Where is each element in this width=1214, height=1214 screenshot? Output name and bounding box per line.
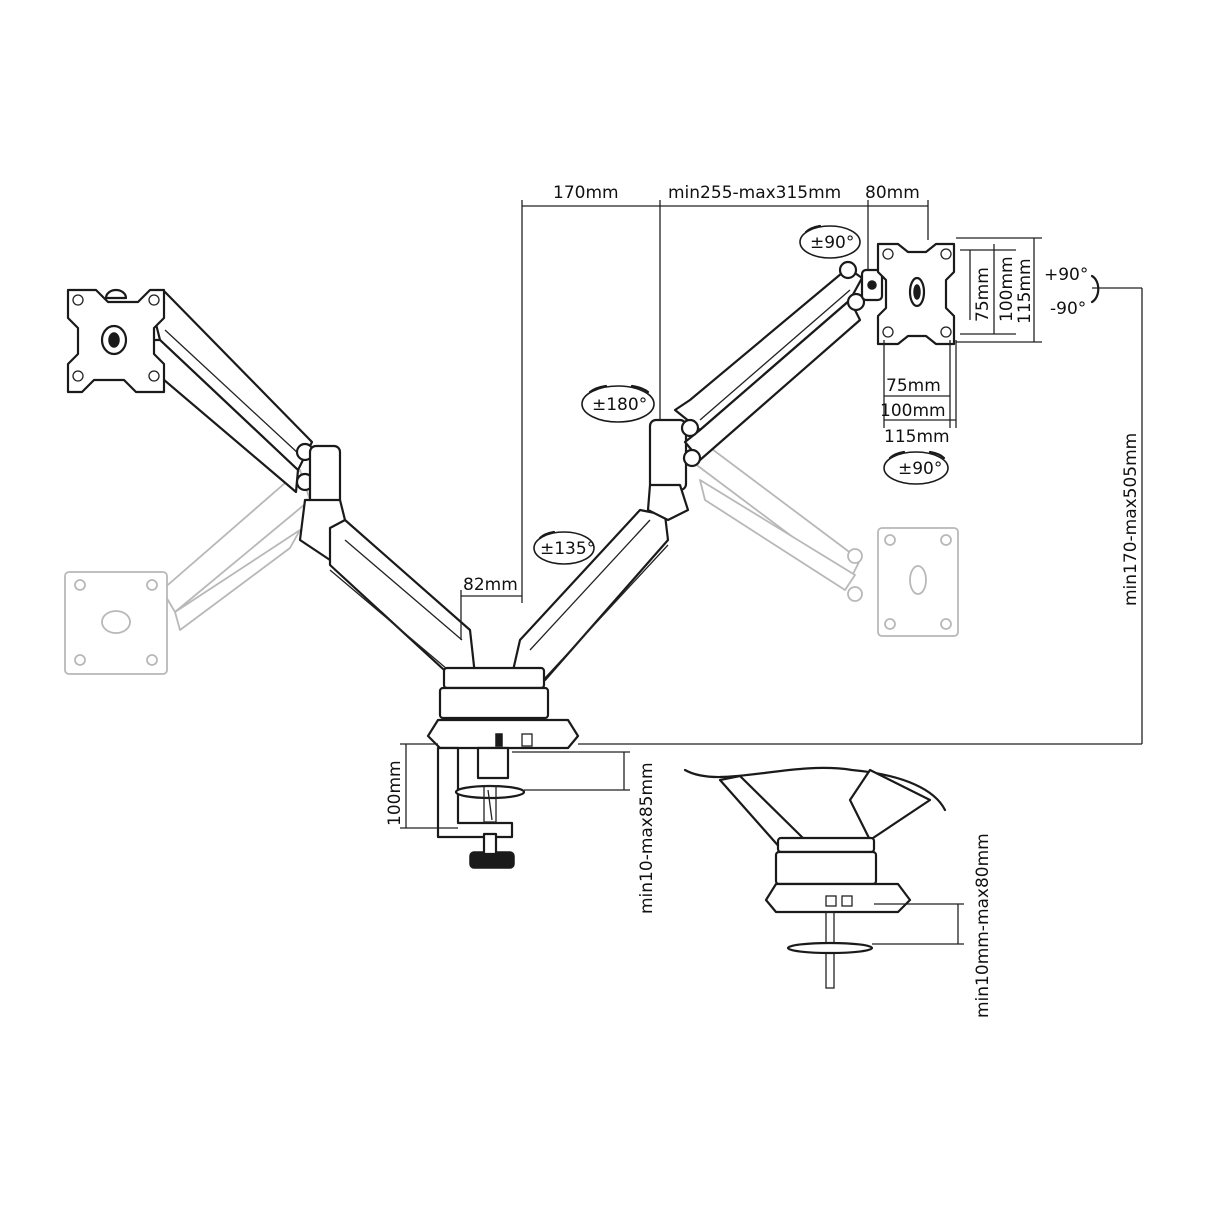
svg-text:±90°: ±90° (810, 233, 854, 253)
tilt-indicator: +90° -90° (1044, 265, 1100, 319)
rotation-badge-base: ±135° (533, 530, 595, 565)
ghost-right-position (689, 439, 959, 637)
vesa-v115-label: 115mm (1015, 258, 1035, 324)
svg-text:±90°: ±90° (898, 459, 942, 479)
arm-offset-label: 170mm (553, 183, 619, 203)
rotation-badge-head-bottom: ±90° (883, 450, 949, 485)
vesa-h75-label: 75mm (886, 376, 941, 396)
dimension-labels: 170mm min255-max315mm 80mm 82mm 75mm 100… (385, 183, 1141, 1018)
dimension-lines (400, 200, 1143, 945)
left-upper-arm (148, 290, 315, 494)
head-offset-label: 80mm (865, 183, 920, 203)
right-lower-arm (510, 418, 690, 682)
tilt-down-label: -90° (1050, 299, 1086, 319)
clamp-depth-label: 100mm (385, 760, 405, 826)
svg-text:±135°: ±135° (540, 539, 595, 559)
grommet-range-label: min10mm-max80mm (973, 833, 993, 1018)
rotation-badge-head-top: ±90° (799, 224, 861, 259)
right-upper-arm (673, 260, 884, 468)
vesa-v100-label: 100mm (997, 256, 1017, 322)
desk-clamp (436, 746, 526, 869)
tilt-up-label: +90° (1044, 265, 1088, 285)
ghost-left-position (64, 469, 311, 675)
left-lower-arm (298, 444, 477, 682)
right-vesa-plate (876, 242, 956, 346)
grommet-inset (683, 766, 947, 989)
base-column (426, 666, 580, 750)
vesa-v75-label: 75mm (973, 267, 993, 322)
left-vesa-plate (66, 288, 166, 394)
height-range-label: min170-max505mm (1121, 433, 1141, 606)
vesa-h115-label: 115mm (884, 427, 950, 447)
vesa-h100-label: 100mm (880, 401, 946, 421)
pole-width-label: 82mm (463, 575, 518, 595)
arm-length-label: min255-max315mm (668, 183, 841, 203)
clamp-range-label: min10-max85mm (637, 762, 657, 914)
svg-text:±180°: ±180° (592, 395, 647, 415)
rotation-badge-arm: ±180° (581, 384, 655, 423)
